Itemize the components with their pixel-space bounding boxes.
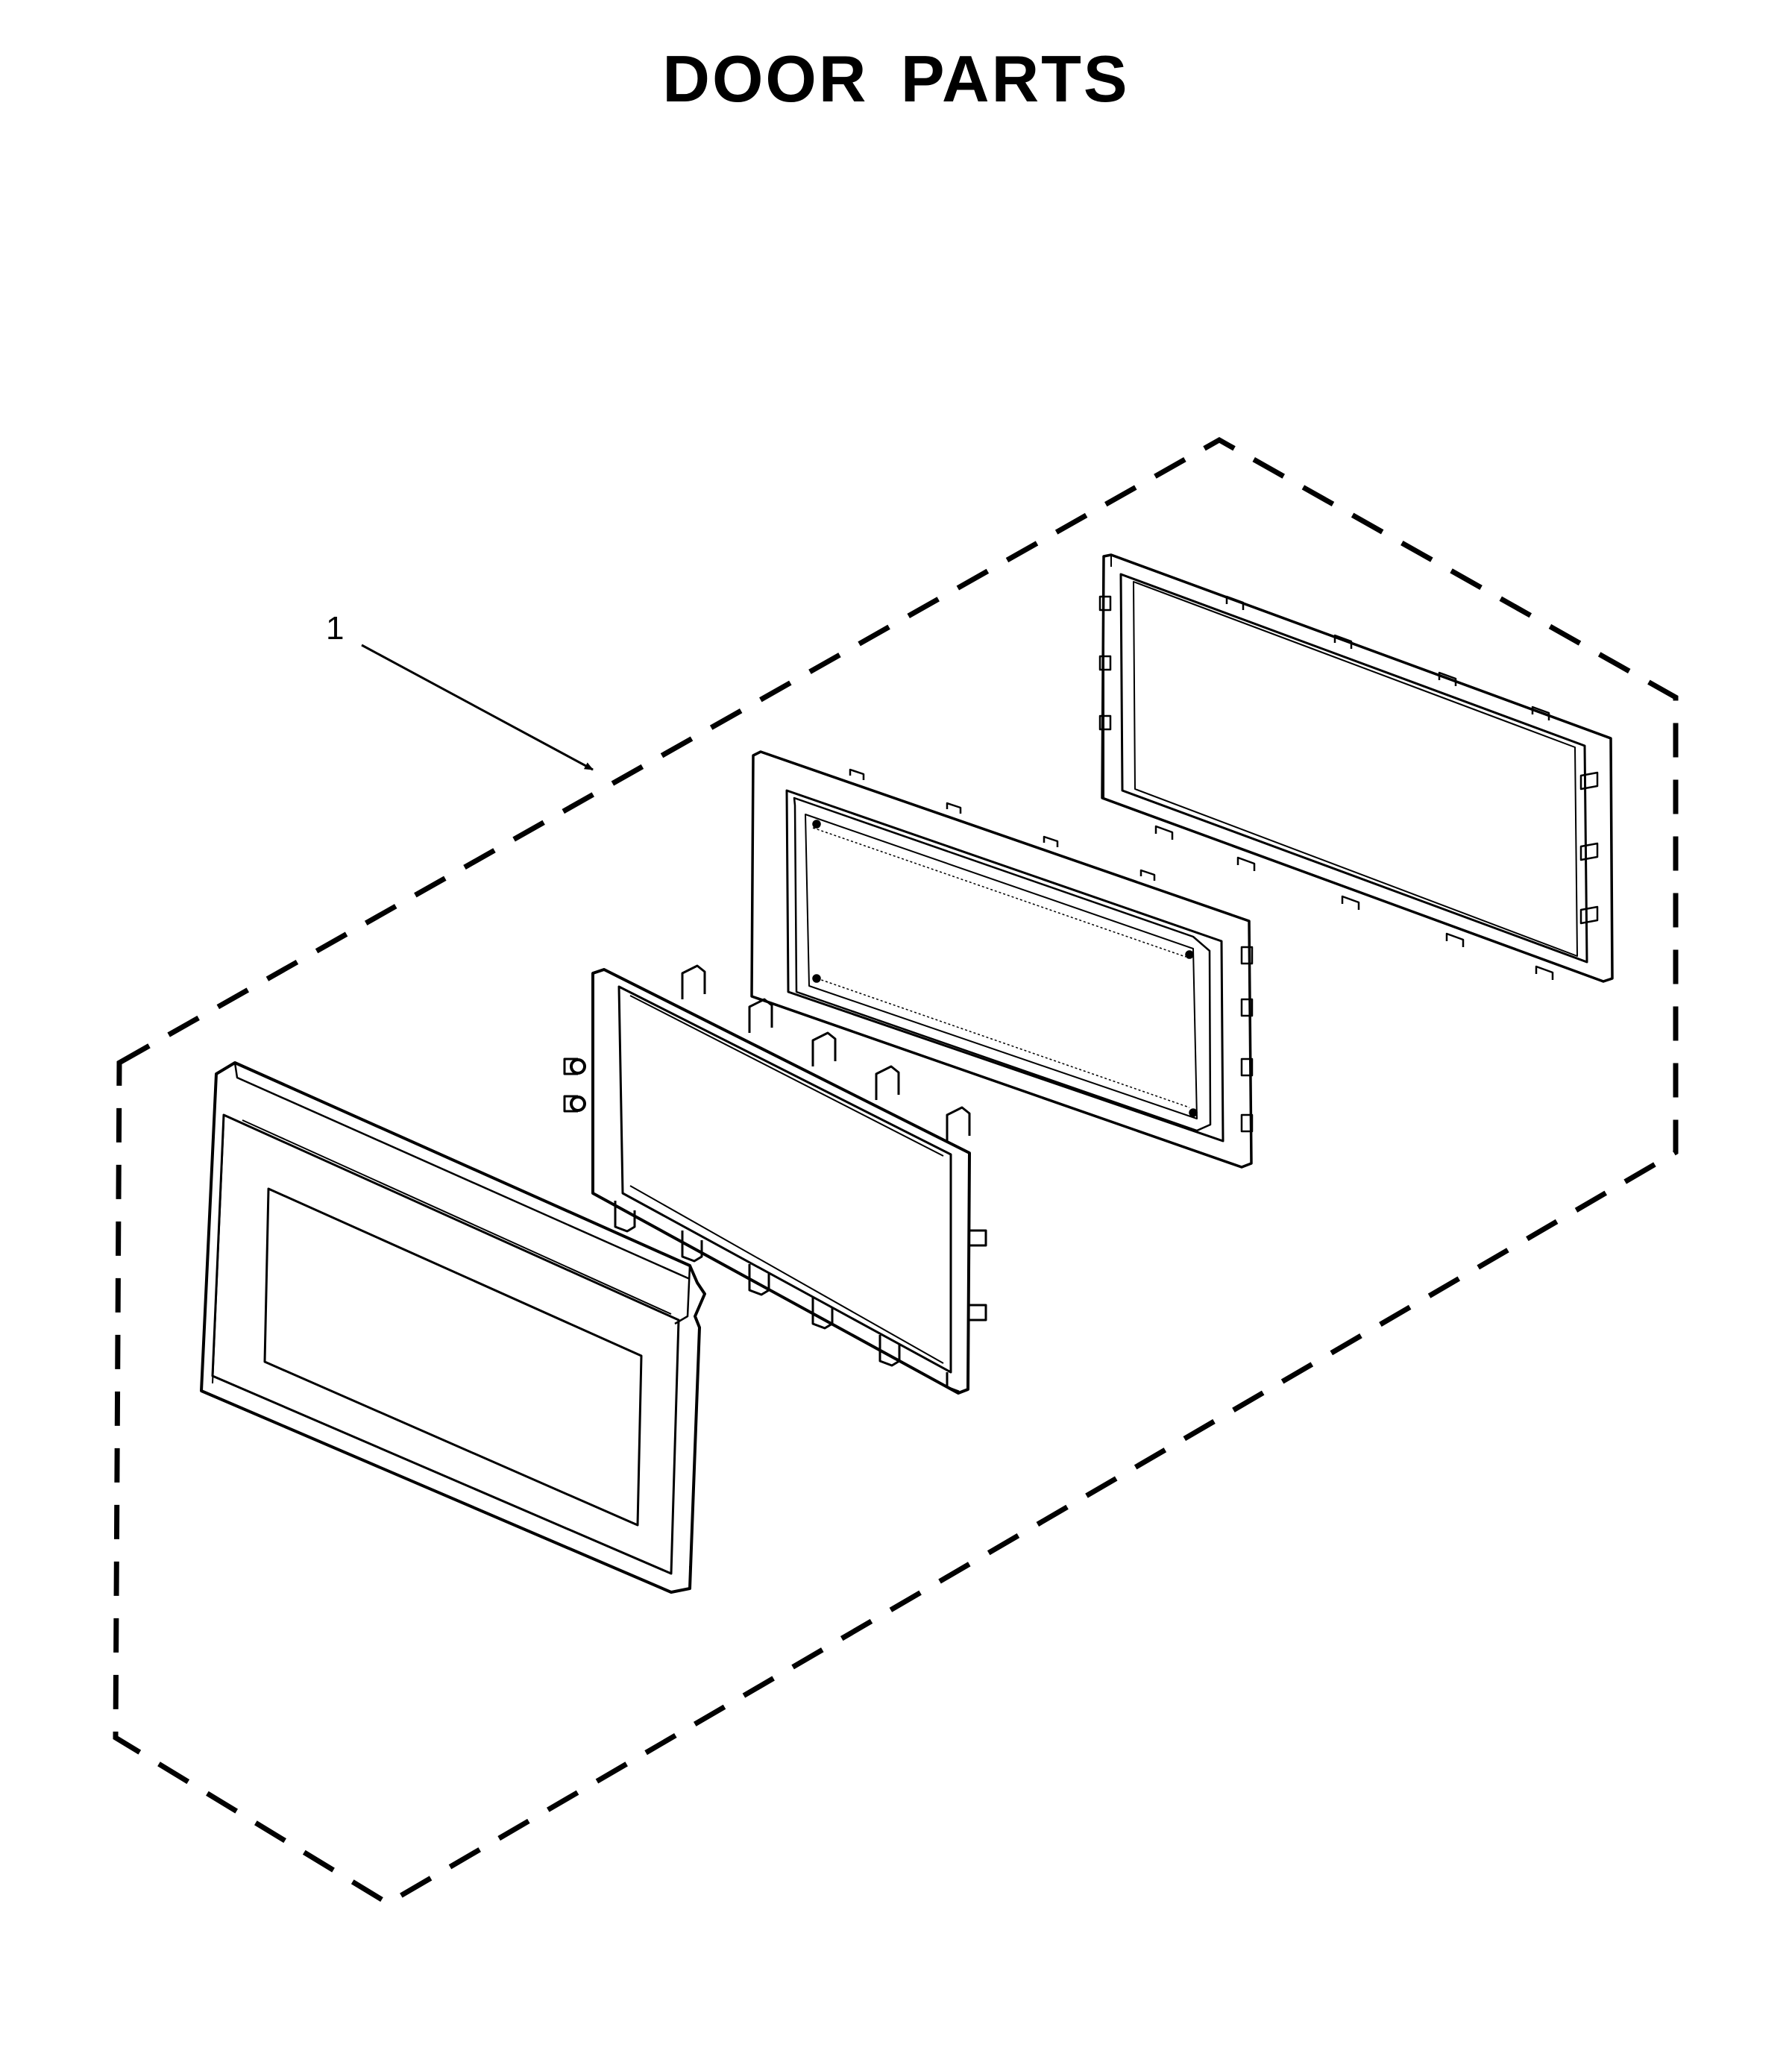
assembly-boundary: [113, 436, 1679, 1907]
callout-1-leader: [361, 644, 594, 771]
door-inner-panel: [750, 750, 1254, 1169]
door-front-panel: [200, 1061, 706, 1594]
callout-1-label: 1: [326, 610, 344, 647]
door-middle-frame: [563, 964, 987, 1395]
door-rear-frame: [1098, 553, 1614, 983]
page-title: DOOR PARTS: [662, 42, 1130, 116]
